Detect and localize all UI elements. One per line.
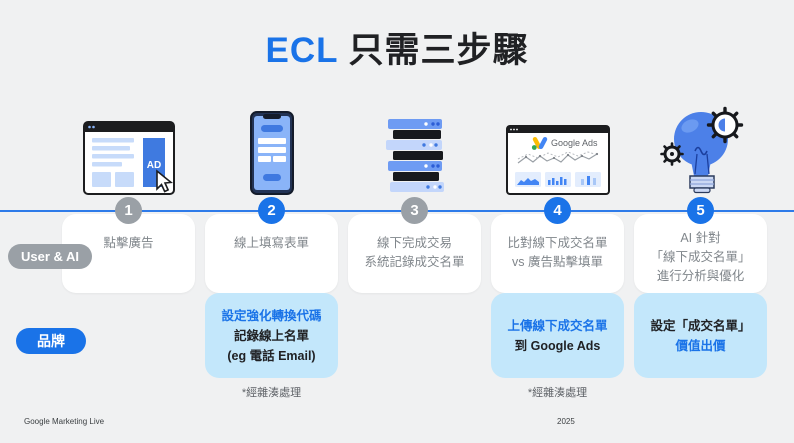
hash-footnote: *經雜湊處理 bbox=[241, 387, 302, 399]
step-card-2: 線上填寫表單 bbox=[205, 214, 338, 293]
step-column-4: Google Ads 4 bbox=[491, 100, 624, 420]
action-text: 價值出價 bbox=[675, 338, 726, 353]
lane-label-brand: 品牌 bbox=[16, 328, 86, 354]
ad-badge-label: AD bbox=[146, 160, 160, 171]
step-column-5: 5 AI 針對 「線下成交名單」 進行分析與優化 設定「成交名單」 價值出價 bbox=[634, 100, 767, 420]
step-card-4: 比對線下成交名單 vs 廣告點擊填單 bbox=[491, 214, 624, 293]
action-text: 到 Google Ads bbox=[514, 338, 601, 353]
step-number-badge: 1 bbox=[115, 197, 142, 224]
hash-footnote: *經雜湊處理 bbox=[527, 387, 588, 399]
step-column-3: 3 線下完成交易 系統記錄成交名單 bbox=[348, 100, 481, 420]
lightbulb-gears-icon bbox=[634, 100, 767, 201]
step-column-2: 2 線上填寫表單 設定強化轉換代碼 記錄線上名單 (eg 電話 Email) *… bbox=[205, 100, 338, 420]
timeline-line bbox=[0, 210, 794, 212]
action-text: 上傳線下成交名單 bbox=[507, 318, 608, 333]
action-text: (eg 電話 Email) bbox=[227, 348, 316, 363]
step-text: 線下完成交易 bbox=[376, 236, 452, 250]
action-text: 設定「成交名單」 bbox=[650, 318, 751, 333]
step-text: vs 廣告點擊填單 bbox=[512, 255, 603, 269]
google-ads-logo-label: Google Ads bbox=[551, 138, 598, 148]
action-text: 記錄線上名單 bbox=[233, 328, 309, 343]
footer-year: 2025 bbox=[557, 417, 575, 426]
step-text: 進行分析與優化 bbox=[656, 269, 745, 283]
browser-ad-icon: AD bbox=[62, 100, 195, 201]
step-number-badge: 3 bbox=[401, 197, 428, 224]
action-text: 設定強化轉換代碼 bbox=[221, 308, 322, 323]
lane-label-user-ai: User & AI bbox=[8, 244, 92, 269]
step-number-badge: 4 bbox=[544, 197, 571, 224]
step-text: 點擊廣告 bbox=[103, 236, 154, 250]
step-card-5: AI 針對 「線下成交名單」 進行分析與優化 bbox=[634, 214, 767, 293]
step-number-badge: 2 bbox=[258, 197, 285, 224]
step-number-badge: 5 bbox=[687, 197, 714, 224]
title-highlight: ECL bbox=[265, 31, 339, 70]
footer-event-name: Google Marketing Live bbox=[24, 417, 105, 426]
brand-action-card-2: 設定強化轉換代碼 記錄線上名單 (eg 電話 Email) bbox=[205, 293, 338, 378]
brand-action-card-5: 設定「成交名單」 價值出價 bbox=[634, 293, 767, 378]
step-card-3: 線下完成交易 系統記錄成交名單 bbox=[348, 214, 481, 293]
server-stack-icon bbox=[348, 100, 481, 201]
brand-action-card-4: 上傳線下成交名單 到 Google Ads bbox=[491, 293, 624, 378]
phone-form-icon bbox=[205, 100, 338, 201]
step-text: AI 針對 bbox=[680, 231, 721, 245]
title-rest: 只需三步驟 bbox=[348, 31, 529, 70]
step-text: 「線下成交名單」 bbox=[650, 250, 751, 264]
step-column-1: AD 1 點擊廣告 bbox=[62, 100, 195, 420]
google-ads-dashboard-icon: Google Ads bbox=[491, 100, 624, 201]
steps-row: AD 1 點擊廣告 bbox=[62, 100, 767, 420]
step-text: 比對線下成交名單 bbox=[507, 236, 608, 250]
step-text: 線上填寫表單 bbox=[233, 236, 309, 250]
step-text: 系統記錄成交名單 bbox=[364, 255, 465, 269]
